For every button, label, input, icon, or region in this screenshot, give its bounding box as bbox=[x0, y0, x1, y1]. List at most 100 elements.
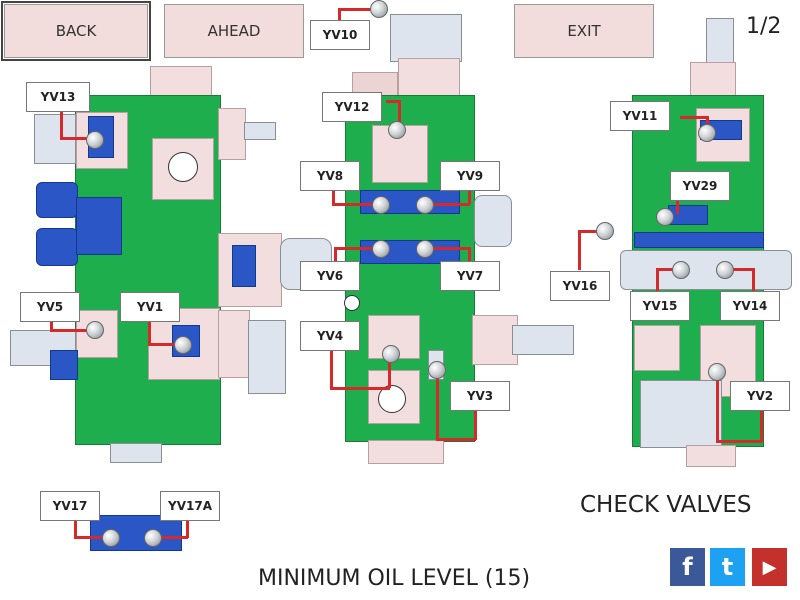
label-yv3[interactable]: YV3 bbox=[450, 381, 510, 411]
label-yv12[interactable]: YV12 bbox=[322, 92, 382, 122]
right-mid-plate bbox=[634, 325, 680, 371]
yv3-wire-vert2 bbox=[474, 410, 477, 440]
yv13-probe[interactable] bbox=[86, 131, 104, 149]
label-yv2[interactable]: YV2 bbox=[730, 381, 790, 411]
right-lower-flange bbox=[640, 380, 722, 448]
label-yv14[interactable]: YV14 bbox=[720, 291, 780, 321]
right-blue-band bbox=[634, 232, 764, 248]
label-yv13[interactable]: YV13 bbox=[26, 82, 90, 112]
yv9-wire-vert bbox=[468, 190, 471, 204]
yv4-wire-vert bbox=[330, 348, 333, 388]
left-side-plate bbox=[218, 108, 246, 160]
yv17-probe[interactable] bbox=[102, 529, 120, 547]
yv14-yv15-pump bbox=[620, 250, 792, 290]
yv3-wire-vert bbox=[436, 376, 439, 440]
yv16-probe[interactable] bbox=[596, 222, 614, 240]
label-yv7[interactable]: YV7 bbox=[440, 261, 500, 291]
left-right-valve bbox=[232, 245, 256, 287]
ahead-button[interactable]: AHEAD bbox=[164, 4, 304, 58]
left-blue-valve-upper bbox=[36, 182, 78, 218]
label-yv16[interactable]: YV16 bbox=[550, 271, 610, 301]
yv14-probe[interactable] bbox=[716, 261, 734, 279]
youtube-icon[interactable]: ▶ bbox=[752, 548, 787, 586]
yv2-wire-vert bbox=[716, 372, 719, 442]
yv5-wire-vert bbox=[50, 320, 53, 330]
yv4-plate bbox=[368, 315, 420, 359]
yv29-valve-body bbox=[668, 205, 708, 225]
yv12-probe[interactable] bbox=[388, 121, 406, 139]
yv6-wire-horiz bbox=[334, 247, 378, 250]
exit-button[interactable]: EXIT bbox=[514, 4, 654, 58]
yv11-wire-horiz bbox=[680, 116, 708, 119]
center-right-plate bbox=[472, 315, 518, 365]
label-yv4[interactable]: YV4 bbox=[300, 321, 360, 351]
yv14-wire-horiz bbox=[724, 268, 754, 271]
label-yv5[interactable]: YV5 bbox=[20, 292, 80, 322]
yv15-wire-horiz bbox=[656, 268, 680, 271]
label-yv29[interactable]: YV29 bbox=[670, 171, 730, 201]
yv6-wire-vert bbox=[334, 247, 337, 263]
yv29-wire-vert bbox=[676, 198, 679, 214]
yv7-wire-horiz bbox=[430, 247, 470, 250]
yv5-side-valve bbox=[50, 350, 78, 380]
yv16-wire-vert bbox=[578, 230, 581, 270]
yv15-wire-vert bbox=[656, 270, 659, 292]
center-right-pump bbox=[474, 195, 512, 247]
yv2-wire-vert2 bbox=[760, 410, 763, 442]
yv1-probe[interactable] bbox=[174, 336, 192, 354]
center-bottom-foot bbox=[368, 440, 444, 464]
yv12-wire-vert bbox=[398, 100, 401, 124]
left-blue-manifold bbox=[76, 197, 122, 255]
yv4-probe[interactable] bbox=[382, 345, 400, 363]
center-top-flange bbox=[398, 58, 460, 98]
yv10-probe[interactable] bbox=[370, 0, 388, 18]
left-blue-valve-lower bbox=[36, 228, 78, 266]
yv17-wire-vert bbox=[74, 518, 77, 538]
yv2-probe[interactable] bbox=[708, 363, 726, 381]
yv10-wire-vert bbox=[338, 8, 341, 20]
yv11-probe[interactable] bbox=[698, 124, 716, 142]
yv16-wire-horiz bbox=[578, 230, 600, 233]
yv1-wire-horiz bbox=[148, 343, 178, 346]
left-bottom-foot bbox=[110, 443, 162, 463]
yv7-probe[interactable] bbox=[416, 240, 434, 258]
yv15-probe[interactable] bbox=[672, 261, 690, 279]
yv11-wire-vert bbox=[706, 116, 709, 130]
label-yv10[interactable]: YV10 bbox=[310, 20, 370, 50]
yv10-coil bbox=[390, 14, 462, 62]
yv1-wire-vert bbox=[148, 320, 151, 344]
label-yv8[interactable]: YV8 bbox=[300, 161, 360, 191]
yv17a-wire-vert bbox=[186, 518, 189, 538]
back-button[interactable]: BACK bbox=[1, 1, 151, 61]
yv14-wire-vert bbox=[752, 268, 755, 292]
yv3-wire-horiz bbox=[436, 438, 476, 441]
yv13-wire-horiz bbox=[60, 137, 94, 140]
yv6-probe[interactable] bbox=[372, 240, 390, 258]
yv17-wire-horiz bbox=[74, 536, 110, 539]
label-yv9[interactable]: YV9 bbox=[440, 161, 500, 191]
yv9-probe[interactable] bbox=[416, 196, 434, 214]
section-title: CHECK VALVES bbox=[580, 492, 752, 518]
yv12-wire bbox=[386, 100, 400, 103]
yv29-probe[interactable] bbox=[656, 208, 674, 226]
yv5-probe[interactable] bbox=[86, 321, 104, 339]
twitter-icon[interactable]: t bbox=[710, 548, 745, 586]
label-yv11[interactable]: YV11 bbox=[610, 101, 670, 131]
yv8-probe[interactable] bbox=[372, 196, 390, 214]
left-top-flange bbox=[150, 66, 212, 98]
label-yv1[interactable]: YV1 bbox=[120, 292, 180, 322]
page-indicator: 1/2 bbox=[746, 14, 782, 39]
left-side-connector bbox=[244, 122, 276, 140]
yv17a-probe[interactable] bbox=[144, 529, 162, 547]
yv2-wire-horiz bbox=[716, 440, 762, 443]
facebook-icon[interactable]: f bbox=[670, 548, 705, 586]
label-yv15[interactable]: YV15 bbox=[630, 291, 690, 321]
left-port bbox=[168, 152, 198, 182]
footer-title: MINIMUM OIL LEVEL (15) bbox=[258, 566, 531, 591]
yv3-probe[interactable] bbox=[428, 361, 446, 379]
yv7-wire-vert bbox=[468, 247, 471, 263]
label-yv6[interactable]: YV6 bbox=[300, 261, 360, 291]
label-yv17a[interactable]: YV17A bbox=[160, 491, 220, 521]
right-bottom-foot bbox=[686, 445, 736, 467]
label-yv17[interactable]: YV17 bbox=[40, 491, 100, 521]
